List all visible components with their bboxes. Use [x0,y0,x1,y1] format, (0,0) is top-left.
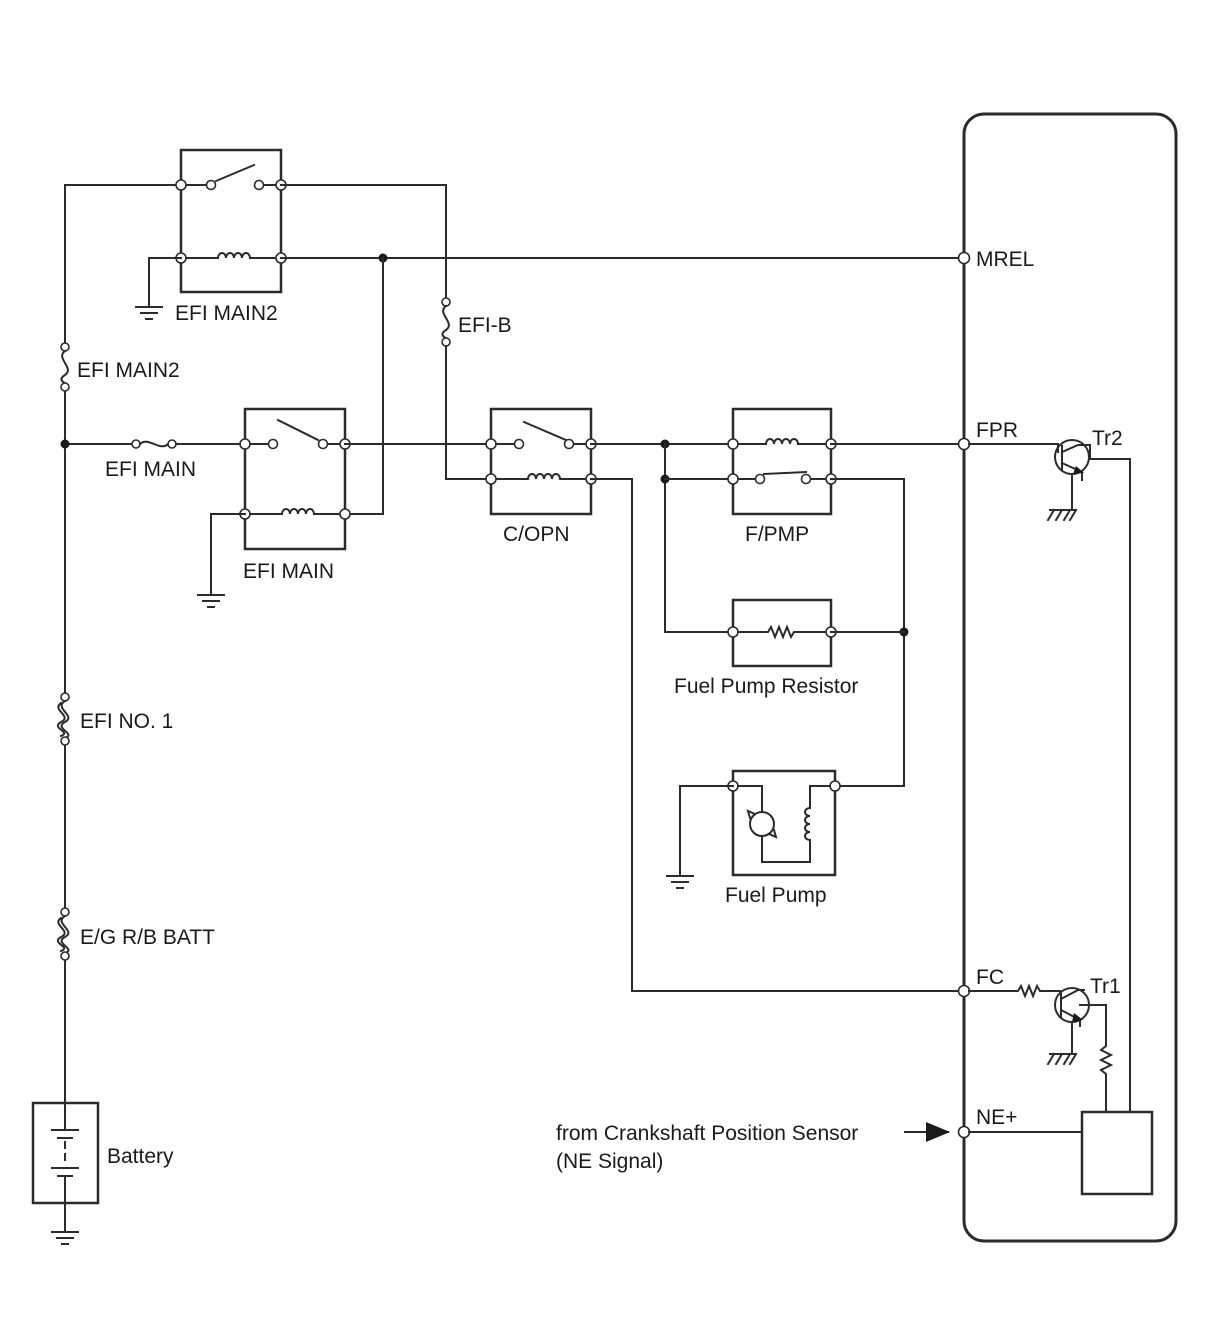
fpmp-relay [727,407,837,516]
efi-b-fuse [441,297,451,347]
efi-main2-relay-label: EFI MAIN2 [175,302,278,325]
ne-terminal-label: NE+ [976,1106,1017,1129]
fuel-pump-label: Fuel Pump [725,884,827,907]
fc-terminal-label: FC [976,966,1004,989]
efi-main2-fuse [60,342,70,392]
efi-main2-ground-symbol [135,257,182,320]
efi-main2-fuse-label: EFI MAIN2 [77,359,180,382]
efi-no1-fuse-label: EFI NO. 1 [80,710,173,733]
battery-ground-symbol [51,1231,79,1245]
efi-main2-relay [175,148,287,294]
copn-relay [485,407,597,516]
copn-coil-feed [445,345,492,480]
fuel-pump [727,769,841,877]
ecu-logic-block [1080,1110,1154,1196]
fpmp-relay-label: F/PMP [745,523,809,546]
fuel-pump-resistor-label: Fuel Pump Resistor [674,675,858,698]
copn-relay-label: C/OPN [503,523,570,546]
ecu-outline [962,112,1178,1243]
efi-b-wire [280,184,447,299]
efi-main-ground-symbol [197,513,246,608]
crank-signal-label: from Crankshaft Position Sensor [556,1122,858,1145]
efi-main-fuse-label: EFI MAIN [105,458,196,481]
fpr-terminal [957,437,971,451]
efi-main-fuse [64,439,246,449]
fuel-pump-ground-symbol [666,785,734,889]
efi-b-fuse-label: EFI-B [458,314,512,337]
resistor-bypass-wire [664,443,734,633]
tr1-label: Tr1 [1090,975,1121,998]
fuel-pump-resistor [727,598,905,668]
ne-terminal [957,1125,971,1139]
battery [31,1101,100,1205]
battery-label: Battery [107,1145,174,1168]
fpr-terminal-label: FPR [976,419,1018,442]
eg-rb-batt-fuse [56,907,70,961]
tr2-label: Tr2 [1092,427,1123,450]
tr2-transistor [968,439,1131,1113]
mrel-terminal-label: MREL [976,248,1034,271]
main-supply-wiring [64,184,182,1233]
fc-wire [590,478,965,992]
efi-main-relay [239,407,351,551]
efi-main-relay-label: EFI MAIN [243,560,334,583]
tr1-transistor [968,983,1114,1113]
eg-rb-batt-fuse-label: E/G R/B BATT [80,926,215,949]
efi-main-coil-feed [344,257,384,515]
crank-signal-sublabel: (NE Signal) [556,1150,663,1173]
mrel-terminal [957,251,971,265]
fc-terminal [957,984,971,998]
efi-no1-fuse [56,692,70,746]
main-junction [60,439,70,449]
